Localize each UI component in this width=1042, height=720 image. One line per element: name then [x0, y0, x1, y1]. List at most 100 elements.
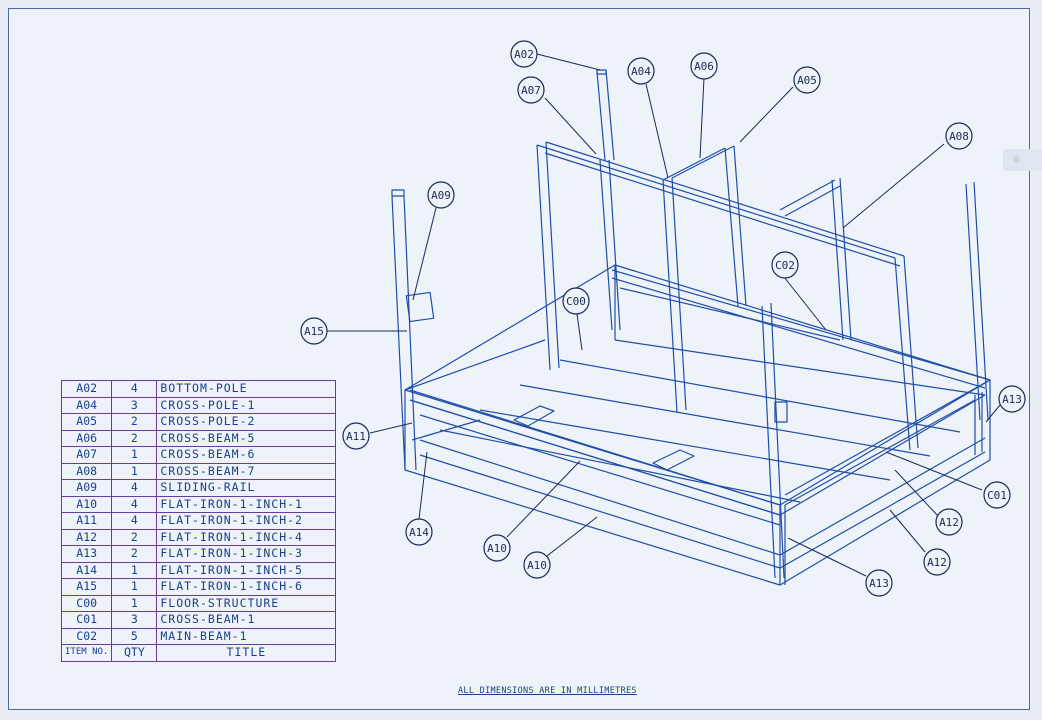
- side-panel-toggle[interactable]: [1003, 149, 1042, 171]
- balloon-a07: A07: [517, 76, 545, 104]
- bom-cell-item: A02: [60, 380, 113, 398]
- leader-lines: [327, 53, 1001, 577]
- bom-cell-qty: 2: [111, 429, 158, 447]
- balloon-a10: A10: [523, 551, 551, 579]
- balloon-label: A13: [1002, 393, 1022, 406]
- bom-cell-qty: 3: [111, 611, 158, 629]
- bom-cell-title: BOTTOM-POLE: [156, 380, 337, 398]
- bom-cell-qty: 2: [111, 413, 158, 431]
- balloon-label: A13: [869, 577, 889, 590]
- floor-front-low: [419, 439, 781, 556]
- balloon-label: A04: [631, 65, 651, 78]
- bom-cell-item: A14: [60, 561, 113, 579]
- bom-cell-qty: 1: [111, 594, 158, 612]
- bom-cell-title: CROSS-BEAM-5: [156, 429, 337, 447]
- balloon-label: C02: [775, 259, 795, 272]
- bom-cell-qty: 3: [111, 396, 158, 414]
- bom-cell-qty: QTY: [111, 644, 158, 662]
- bom-cell-title: FLAT-IRON-1-INCH-6: [156, 578, 337, 596]
- bom-cell-item: A12: [60, 528, 113, 546]
- bom-cell-item: C01: [60, 611, 113, 629]
- balloon-label: C01: [987, 489, 1007, 502]
- balloon-label: A05: [797, 74, 817, 87]
- bom-cell-item: A10: [60, 495, 113, 513]
- bom-cell-item: A07: [60, 446, 113, 464]
- dot-icon: [1013, 156, 1020, 163]
- balloon-c00: C00: [562, 287, 590, 315]
- bom-cell-qty: 4: [111, 479, 158, 497]
- bom-cell-qty: 4: [111, 512, 158, 530]
- bom-cell-title: FLAT-IRON-1-INCH-5: [156, 561, 337, 579]
- bom-cell-item: A09: [60, 479, 113, 497]
- balloon-a13: A13: [998, 385, 1026, 413]
- post-left: [391, 189, 405, 197]
- bom-cell-item: A04: [60, 396, 113, 414]
- balloon-c01: C01: [983, 481, 1011, 509]
- balloon-a15: A15: [300, 317, 328, 345]
- frame-structure: [391, 69, 991, 586]
- balloon-label: A14: [409, 526, 429, 539]
- bom-cell-item: C02: [60, 627, 113, 645]
- bom-cell-item: A05: [60, 413, 113, 431]
- bom-cell-title: FLAT-IRON-1-INCH-2: [156, 512, 337, 530]
- balloon-a06: A06: [690, 52, 718, 80]
- floor-front-top: [404, 379, 991, 506]
- balloon-a04: A04: [627, 57, 655, 85]
- bom-cell-title: FLAT-IRON-1-INCH-3: [156, 545, 337, 563]
- balloon-a08: A08: [945, 122, 973, 150]
- balloon-label: A10: [527, 559, 547, 572]
- bom-cell-title: CROSS-BEAM-1: [156, 611, 337, 629]
- balloon-label: A08: [949, 130, 969, 143]
- bom-cell-item: A11: [60, 512, 113, 530]
- balloon-c02: C02: [771, 251, 799, 279]
- balloon-a12: A12: [923, 548, 951, 576]
- bom-cell-title: SLIDING-RAIL: [156, 479, 337, 497]
- bom-cell-title: CROSS-POLE-1: [156, 396, 337, 414]
- bom-cell-qty: 4: [111, 380, 158, 398]
- bom-cell-qty: 1: [111, 578, 158, 596]
- balloon-a10: A10: [483, 534, 511, 562]
- balloon-a14: A14: [405, 518, 433, 546]
- bom-cell-item: A15: [60, 578, 113, 596]
- balloon-label: C00: [566, 295, 586, 308]
- balloon-a11: A11: [342, 422, 370, 450]
- balloon-label: A10: [487, 542, 507, 555]
- bom-cell-title: FLAT-IRON-1-INCH-4: [156, 528, 337, 546]
- balloon-a12: A12: [935, 508, 963, 536]
- bom-cell-title: CROSS-BEAM-6: [156, 446, 337, 464]
- bom-cell-title: TITLE: [156, 644, 337, 662]
- dimensions-note: ALL DIMENSIONS ARE IN MILLIMETRES: [458, 686, 637, 696]
- balloon-label: A09: [431, 189, 451, 202]
- bom-cell-title: CROSS-BEAM-7: [156, 462, 337, 480]
- bom-cell-qty: 1: [111, 462, 158, 480]
- bom-cell-item: A06: [60, 429, 113, 447]
- balloon-a02: A02: [510, 40, 538, 68]
- bom-cell-qty: 1: [111, 561, 158, 579]
- bom-cell-item: A13: [60, 545, 113, 563]
- balloon-label: A02: [514, 48, 534, 61]
- bom-cell-title: FLAT-IRON-1-INCH-1: [156, 495, 337, 513]
- balloon-a13: A13: [865, 569, 893, 597]
- balloon-label: A12: [939, 516, 959, 529]
- balloon-label: A12: [927, 556, 947, 569]
- balloon-a05: A05: [793, 66, 821, 94]
- bom-cell-qty: 4: [111, 495, 158, 513]
- balloon-label: A11: [346, 430, 366, 443]
- bom-cell-title: CROSS-POLE-2: [156, 413, 337, 431]
